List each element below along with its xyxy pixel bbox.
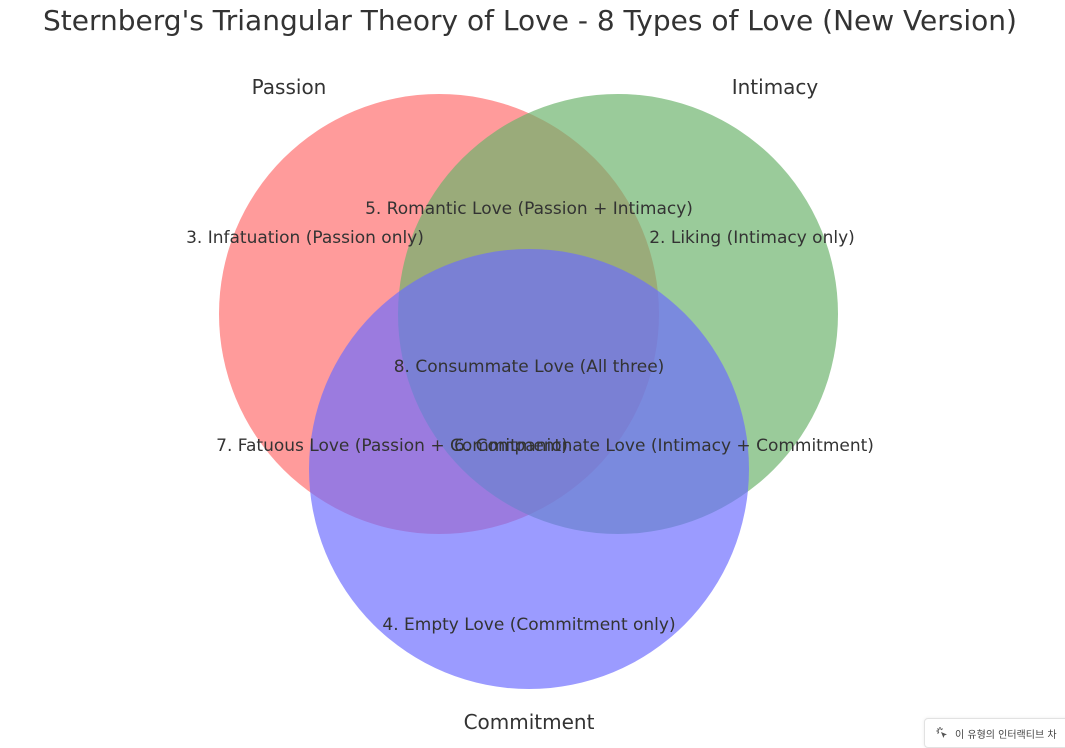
region-passion-commitment: 7. Fatuous Love (Passion + Commitment): [216, 436, 568, 456]
region-passion-intimacy: 5. Romantic Love (Passion + Intimacy): [365, 199, 693, 219]
diagram-title: Sternberg's Triangular Theory of Love - …: [43, 4, 1017, 37]
sparkle-cursor-icon: [936, 727, 947, 738]
interactive-chart-button[interactable]: 이 유형의 인터랙티브 차: [924, 718, 1065, 748]
label-commitment: Commitment: [464, 710, 595, 734]
label-intimacy: Intimacy: [732, 75, 819, 99]
region-intimacy-commitment: 6. Companionate Love (Intimacy + Commitm…: [454, 436, 874, 456]
region-commitment-only: 4. Empty Love (Commitment only): [382, 615, 675, 635]
label-passion: Passion: [252, 75, 327, 99]
region-intimacy-only: 2. Liking (Intimacy only): [649, 228, 855, 248]
region-passion-only: 3. Infatuation (Passion only): [186, 228, 424, 248]
circle-commitment: [309, 249, 749, 689]
widget-text: 이 유형의 인터랙티브 차: [955, 729, 1057, 741]
region-all-three: 8. Consummate Love (All three): [394, 357, 665, 377]
